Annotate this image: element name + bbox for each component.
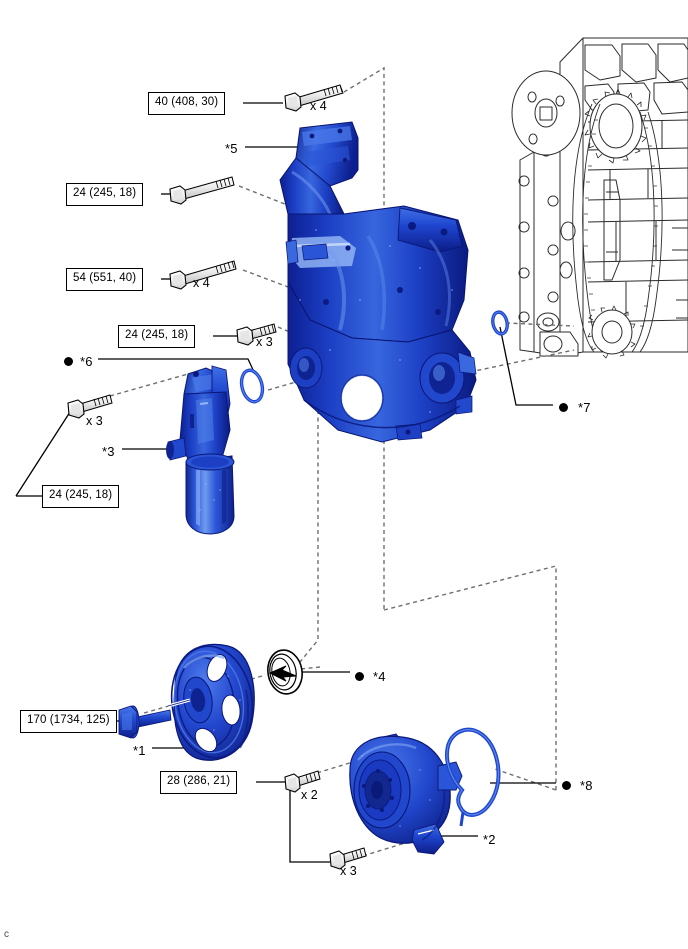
filled-bullet-icon [562,781,571,790]
reference-label-4: *4 [373,669,386,684]
quantity-label: x 3 [340,864,357,878]
bolt-28nm-upper [284,770,321,793]
cover-o-ring-part [491,310,509,336]
callout-leader-lines [15,102,556,863]
filled-bullet-icon [559,403,568,412]
reference-label-1: *1 [133,743,146,758]
torque-spec-box: 24 (245, 18) [118,325,196,348]
torque-spec-box: 54 (551, 40) [66,268,144,291]
reference-label-7: *7 [578,400,591,415]
bolt-24nm-mid [236,323,277,346]
oil-pump-assembly-part [166,365,235,535]
bolt-24nm-top [169,176,235,205]
reference-label-5: *5 [225,141,238,156]
filled-bullet-icon [355,672,364,681]
torque-spec-box: 28 (286, 21) [160,771,238,794]
quantity-label: x 4 [193,276,210,290]
bolt-40nm [284,84,344,112]
bolt-54nm [169,260,237,290]
reference-label-3: *3 [102,444,115,459]
oil-pump-o-ring-part [239,368,265,404]
quantity-label: x 4 [310,99,327,113]
quantity-label: x 3 [86,414,103,428]
crankshaft-pulley-part [167,643,255,761]
reference-label-2: *2 [483,832,496,847]
torque-spec-box: 24 (245, 18) [42,485,120,508]
torque-spec-box: 170 (1734, 125) [20,710,117,733]
quantity-label: x 3 [256,335,273,349]
filled-bullet-icon [64,357,73,366]
quantity-label: x 2 [301,788,318,802]
torque-spec-box: 24 (245, 18) [66,183,144,206]
torque-spec-box: 40 (408, 30) [148,92,226,115]
water-pump-assembly-part [349,733,463,855]
bolt-24nm-oil-pump [67,394,113,419]
reference-label-6: *6 [80,354,93,369]
water-pump-gasket-part [445,727,501,827]
bolt-28nm-lower [329,847,367,870]
crankshaft-pulley-bolt-part [118,705,172,739]
reference-label-8: *8 [580,778,593,793]
crankshaft-front-oil-seal-part [267,649,303,695]
engine-block-outline [511,37,688,359]
timing-chain-cover-part [279,121,477,443]
page-corner-code: c [4,929,9,940]
